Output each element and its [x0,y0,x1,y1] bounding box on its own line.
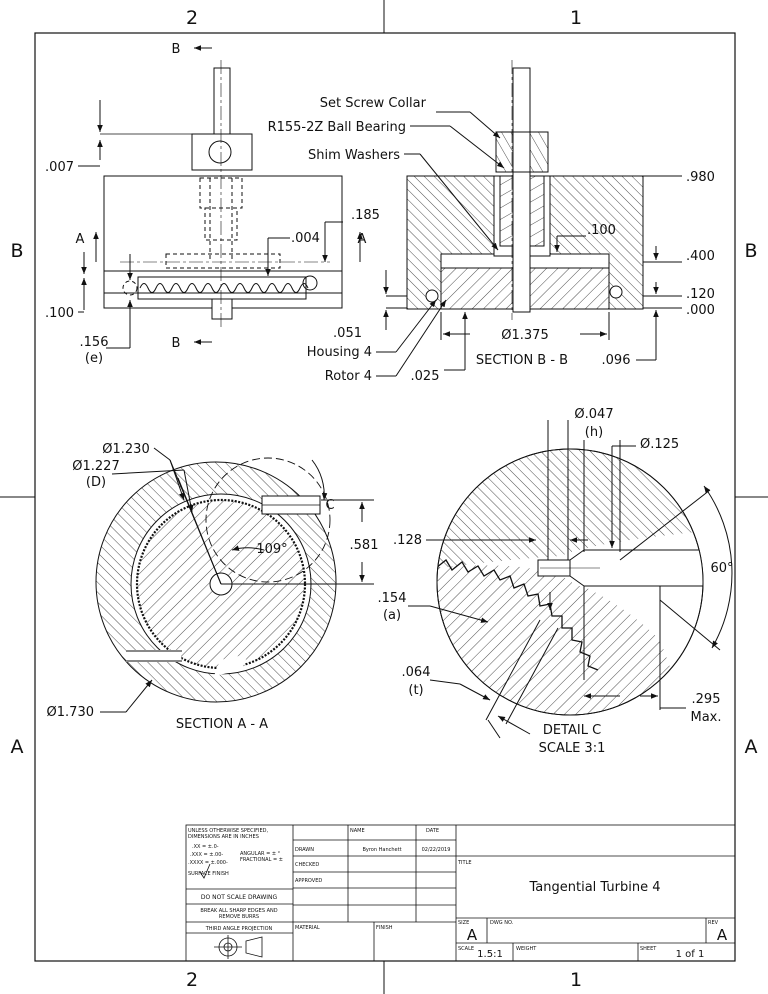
callout-set-screw-collar: Set Screw Collar [320,96,427,111]
tb-drawn-date: 02/22/2019 [422,847,451,853]
zone-label-bottom-right: 1 [570,969,582,991]
section-bb-title: SECTION B - B [476,353,568,368]
front-dim-bottom: .100 [45,306,74,321]
tb-note-line1: UNLESS OTHERWISE SPECIFIED, [188,828,268,834]
tb-tol-xx: .XX = ±.0- [192,844,219,850]
tb-projection: THIRD ANGLE PROJECTION [205,926,273,932]
tb-break-edges-2: REMOVE BURRS [219,914,259,920]
tb-size: A [467,926,478,944]
dc-dim-60: 60° [710,561,733,576]
dc-dim-064: .064 [402,665,431,680]
dc-dim-d125: Ø.125 [640,437,679,452]
dc-dim-295-note: Max. [690,710,721,725]
tb-tol-xxx: .XXX = ±.00- [190,852,223,858]
third-angle-projection-icon [214,935,263,959]
tb-sheet: 1 of 1 [676,949,705,960]
bb-dim-980: .980 [686,170,715,185]
tb-break-edges-1: BREAK ALL SHARP EDGES AND [200,908,277,914]
callout-ball-bearing: R155-2Z Ball Bearing [268,120,406,135]
tb-dwg-label: DWG NO. [490,920,514,926]
tb-header-name: NAME [350,828,365,834]
tb-tol-fractional: FRACTIONAL = ± [240,857,283,863]
section-bb-view [376,60,682,377]
zone-label-top-left: 2 [186,7,198,29]
tb-row-drawn: DRAWN [295,847,314,853]
tb-title: Tangential Turbine 4 [529,880,661,895]
aa-dim-d1227-key: (D) [86,475,106,490]
aa-dim-d1230: Ø1.230 [102,442,149,457]
tb-tol-xxxx: .XXXX = ±.000- [188,860,228,866]
zone-label-top-right: 1 [570,7,582,29]
tb-sheet-label: SHEET [640,946,657,952]
bb-dim-025: .025 [411,369,440,384]
front-cut-label-bottom: B [172,336,181,351]
callout-rotor: Rotor 4 [325,369,372,384]
tb-material-label: MATERIAL [295,925,320,931]
tb-title-label: TITLE [457,860,472,866]
surface-finish-icon [199,863,211,879]
front-cut-label-top: B [172,42,181,57]
tb-header-date: DATE [426,828,439,834]
tb-row-checked: CHECKED [295,862,319,868]
bb-dim-100: .100 [587,223,616,238]
bb-dim-000: .000 [686,303,715,318]
tb-drawn-name: Byron Hanchett [362,847,401,853]
front-dim-tooth-depth: .156 [80,335,109,350]
bb-dim-400: .400 [686,249,715,264]
detail-c-title: DETAIL C [543,723,601,738]
aa-dim-angle: 109° [256,542,287,557]
dc-dim-d047-key: (h) [585,425,603,440]
detail-c-scale: SCALE 3:1 [539,741,606,756]
front-dim-tooth-depth-key: (e) [85,351,103,366]
aa-dim-d1227: Ø1.227 [72,459,119,474]
aa-detail-c-label: C [325,498,334,513]
section-aa-title: SECTION A - A [176,717,268,732]
tb-scale-label: SCALE [458,946,474,952]
tb-note-line2: DIMENSIONS ARE IN INCHES [188,834,259,840]
callout-shim-washers: Shim Washers [308,148,400,163]
title-block [185,824,736,962]
tb-rev: A [717,926,728,944]
aa-dim-d1730: Ø1.730 [47,705,94,720]
zone-label-left-upper: B [10,240,23,262]
bb-dim-diameter: Ø1.375 [501,328,548,343]
bb-dim-096: .096 [602,353,631,368]
front-view [78,45,363,349]
section-aa-view [95,447,374,713]
front-cut-a-left: A [76,232,85,247]
front-cut-a-right: A [358,232,367,247]
zone-label-left-lower: A [11,736,24,758]
callout-housing: Housing 4 [307,345,372,360]
bb-dim-051: .051 [333,326,362,341]
front-dim-collar-gap: .007 [45,160,74,175]
dc-dim-154: .154 [378,591,407,606]
zone-label-bottom-left: 2 [186,969,198,991]
aa-dim-581: .581 [350,538,379,553]
tb-size-label: SIZE [458,920,469,926]
tb-rev-label: REV [708,920,719,926]
dc-dim-d047: Ø.047 [574,407,613,422]
tb-scale: 1.5:1 [477,949,503,960]
zone-label-right-lower: A [745,736,758,758]
front-dim-top: .185 [351,208,380,223]
dc-dim-295: .295 [692,692,721,707]
front-dim-mid: .004 [291,231,320,246]
tb-weight-label: WEIGHT [516,946,537,952]
dc-dim-128: .128 [393,533,422,548]
dc-dim-064-key: (t) [408,683,423,698]
detail-c-view [408,420,733,739]
dc-dim-154-key: (a) [383,608,401,623]
tb-surface-finish: SURFACE FINISH [188,871,229,877]
bb-dim-120: .120 [686,287,715,302]
tb-row-approved: APPROVED [295,878,322,884]
tb-do-not-scale: DO NOT SCALE DRAWING [201,894,278,901]
tb-finish-label: FINISH [376,925,393,931]
tb-tol-angular: ANGULAR = ± ° [240,851,281,857]
zone-label-right-upper: B [744,240,757,262]
